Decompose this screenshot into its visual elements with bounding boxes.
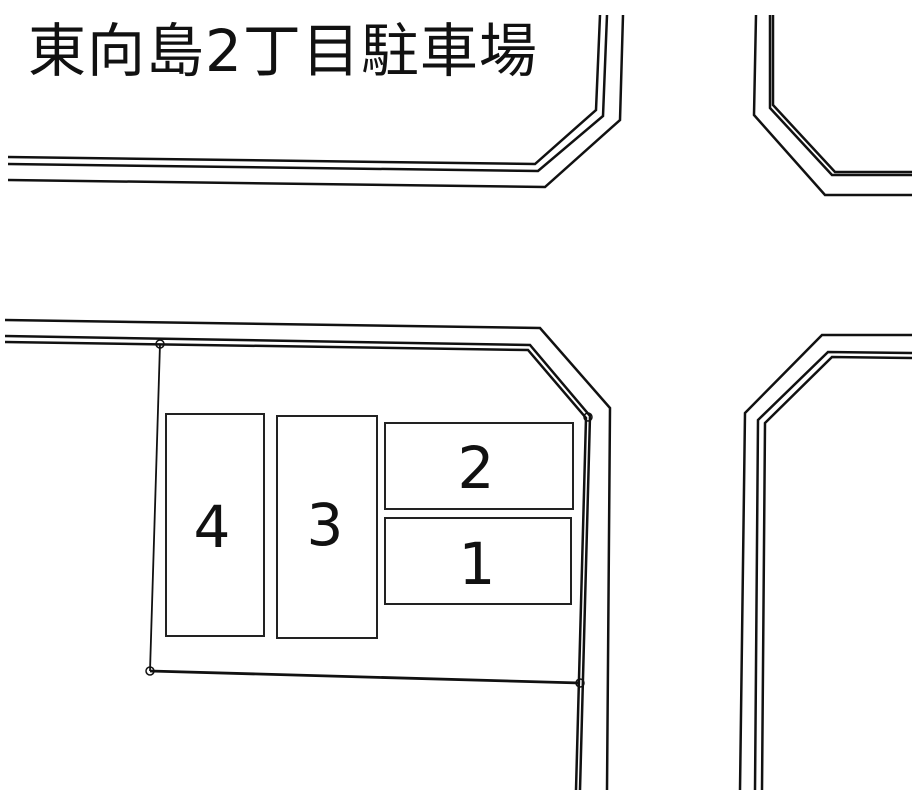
map-title: 東向島2丁目駐車場: [28, 17, 538, 85]
parking-spaces: [165, 413, 574, 639]
road-edges: [4, 14, 912, 791]
space-2-label[interactable]: 2: [457, 434, 495, 502]
space-1-outline: [384, 517, 572, 605]
space-2-outline: [384, 422, 574, 510]
space-4-outline: [165, 413, 265, 637]
space-1-label[interactable]: 1: [458, 530, 496, 598]
space-3-outline: [276, 415, 378, 639]
space-3-label[interactable]: 3: [306, 491, 344, 559]
space-4-label[interactable]: 4: [193, 493, 231, 561]
lot-boundary: [145, 339, 593, 688]
